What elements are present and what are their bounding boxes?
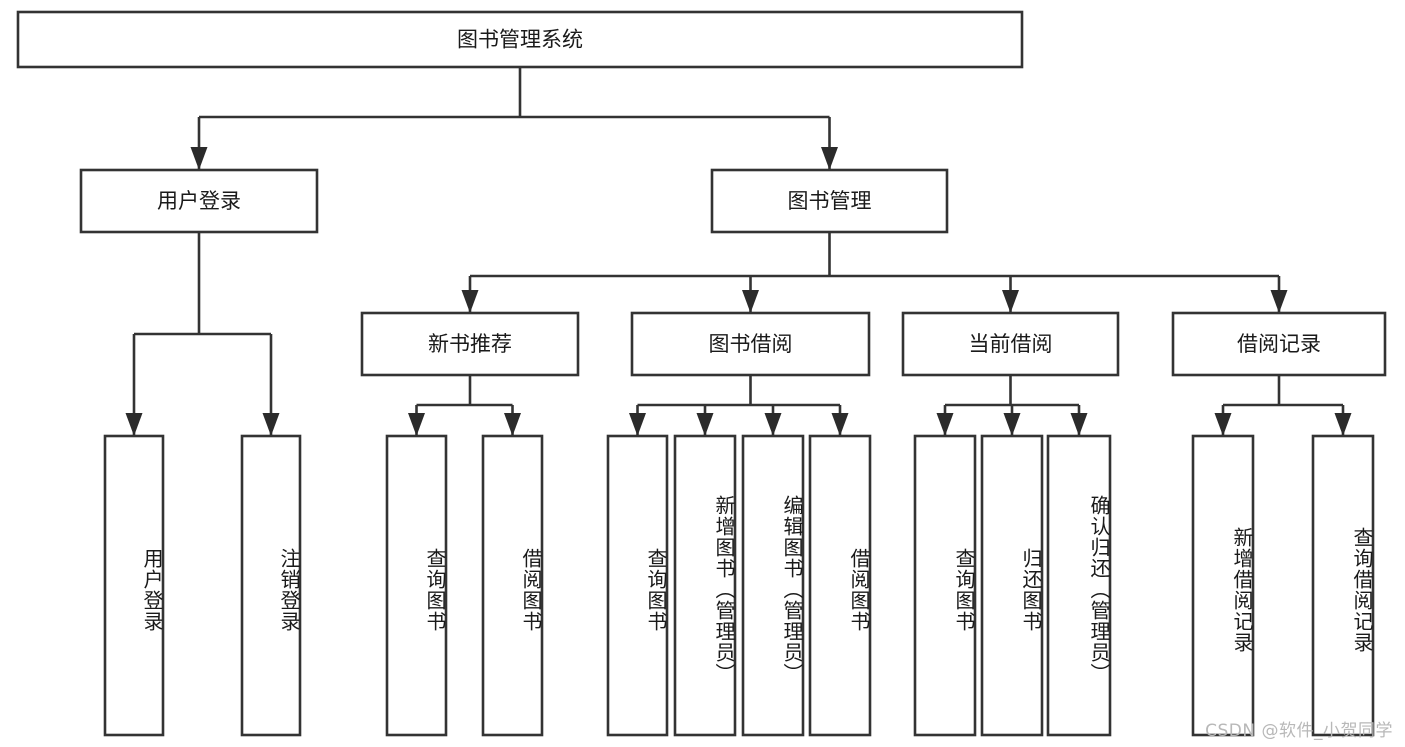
watermark-text: CSDN @软件_小贺同学 [1205,721,1393,741]
node-label-new-book-recommend: 新书推荐 [428,332,512,356]
node-leaf-query-book-rec[interactable] [385,434,448,737]
arrow-head-icon [1270,290,1288,313]
node-leaf-borrow-book-rec[interactable] [481,434,544,737]
connector-layer [125,67,1352,436]
node-leaf-query-book-cur[interactable] [913,434,977,737]
arrow-head-icon [408,413,425,436]
node-book-borrow[interactable] [630,311,871,377]
arrow-head-icon [742,290,759,313]
arrow-head-icon [696,413,714,436]
node-label-borrow-record: 借阅记录 [1237,332,1321,356]
node-label-current-borrow: 当前借阅 [969,332,1053,356]
arrow-head-icon [831,413,849,436]
arrow-head-icon [125,413,143,436]
node-borrow-record[interactable] [1171,311,1387,377]
node-leaf-query-borrow-record[interactable] [1311,434,1375,737]
node-label-user-login: 用户登录 [157,189,241,213]
node-leaf-edit-book[interactable] [741,434,805,737]
node-book-manage[interactable] [710,168,949,234]
node-label-book-borrow: 图书借阅 [709,332,793,356]
arrow-head-icon [1002,290,1019,313]
arrow-head-icon [764,413,782,436]
arrow-head-icon [1070,413,1088,436]
arrow-head-icon [504,413,521,436]
node-leaf-user-login[interactable] [103,434,165,737]
node-leaf-confirm-return[interactable] [1046,434,1112,737]
node-root-图书管理系统[interactable] [16,10,1024,69]
arrow-head-icon [936,413,954,436]
node-leaf-return-book[interactable] [980,434,1044,737]
arrow-head-icon [1003,413,1021,436]
node-user-login[interactable] [79,168,319,234]
node-leaf-query-book-borrow[interactable] [606,434,669,737]
node-new-book-recommend[interactable] [360,311,580,377]
arrow-head-icon [629,413,646,436]
arrow-head-icon [821,147,838,170]
arrow-head-icon [262,413,280,436]
node-leaf-logout[interactable] [240,434,302,737]
arrow-head-icon [1214,413,1232,436]
arrow-head-icon [1334,413,1352,436]
node-label-root: 图书管理系统 [457,28,583,52]
arrow-head-icon [461,290,479,313]
node-label-book-manage: 图书管理 [788,189,872,213]
node-current-borrow[interactable] [901,311,1120,377]
node-leaf-add-borrow-record[interactable] [1191,434,1255,737]
arrow-head-icon [190,147,208,170]
node-leaf-add-book[interactable] [673,434,737,737]
node-leaf-borrow-book[interactable] [808,434,872,737]
